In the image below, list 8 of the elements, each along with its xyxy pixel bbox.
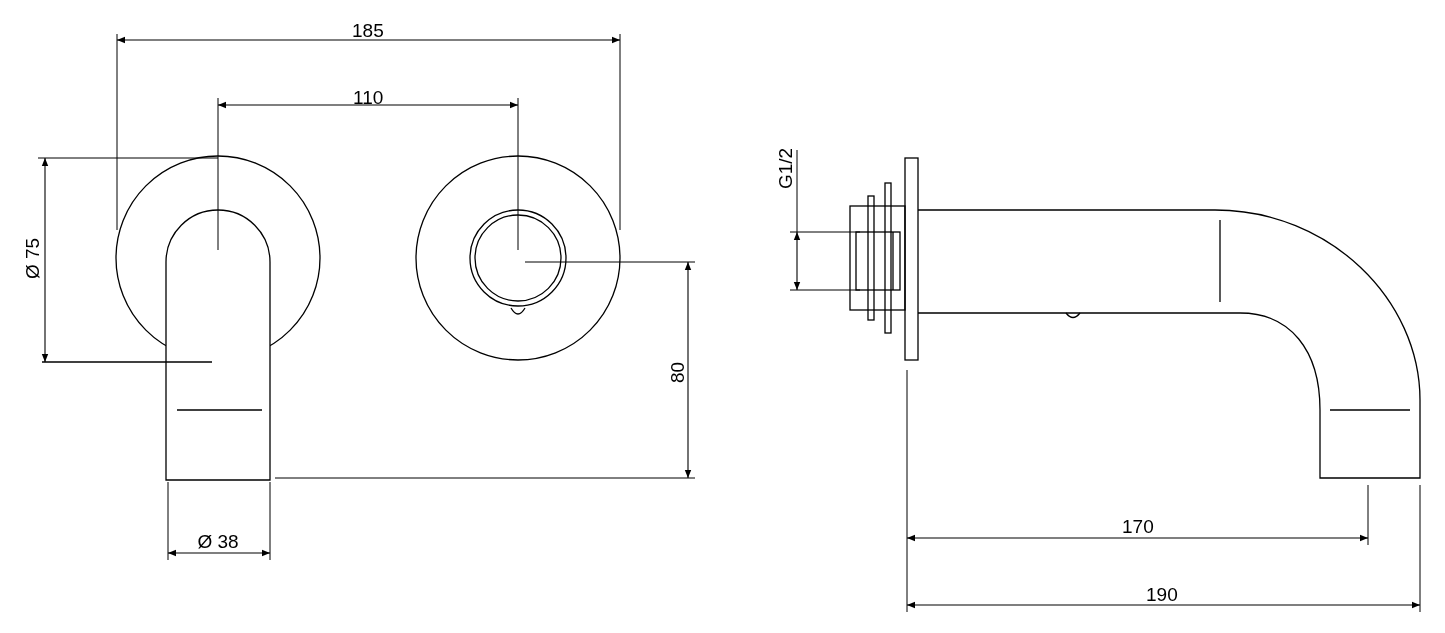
dimension-label: G1/2 — [775, 147, 795, 189]
dimension-label: 80 — [667, 361, 687, 383]
dimension-label: Ø 38 — [197, 531, 239, 551]
dimension-label: 190 — [1146, 584, 1178, 604]
dimension-label: 170 — [1122, 516, 1154, 536]
dimension-label: 185 — [352, 20, 384, 40]
dimension-label: Ø 75 — [22, 237, 42, 279]
dimension-label: 110 — [353, 87, 384, 107]
